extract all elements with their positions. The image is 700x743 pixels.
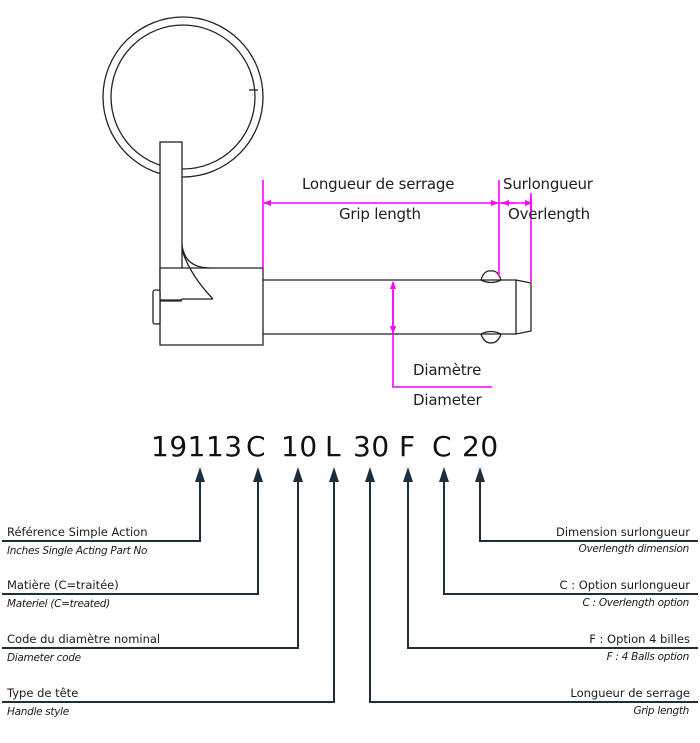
leader-overlength-option xyxy=(443,480,698,595)
legend-right-1-en: C : Overlength option xyxy=(582,597,689,609)
arrowhead-icon xyxy=(329,467,339,482)
legend-right-2-en: F : 4 Balls option xyxy=(606,651,690,663)
legend-right-0-fr: Dimension surlongueur xyxy=(556,525,690,539)
overlength-label-fr: Surlongueur xyxy=(503,175,593,193)
grip-length-label-fr: Longueur de serrage xyxy=(302,175,455,193)
legend-left-3-fr: Type de tête xyxy=(7,686,79,700)
leader-material xyxy=(2,480,259,595)
arrowhead-icon xyxy=(195,467,205,482)
arrowhead-icon xyxy=(365,467,375,482)
code-4-balls-option: F xyxy=(399,430,416,463)
arrowhead-icon xyxy=(439,467,449,482)
legend-left-0-en: Inches Single Acting Part No xyxy=(7,545,148,557)
legend-left-1-en: Materiel (C=treated) xyxy=(7,598,110,610)
arrowhead-icon xyxy=(475,467,485,482)
legend-left-2-fr: Code du diamètre nominal xyxy=(7,632,161,646)
leader-diameter-code xyxy=(2,480,299,649)
legend-left-2-en: Diameter code xyxy=(7,652,81,664)
code-grip-length: 30 xyxy=(353,430,390,463)
overlength-label-en: Overlength xyxy=(508,205,590,223)
code-overlength-option: C xyxy=(432,430,453,463)
legend-left-1-fr: Matière (C=traitée) xyxy=(7,578,119,592)
legend-left-0-fr: Référence Simple Action xyxy=(7,525,148,539)
legend-right-3-en: Grip length xyxy=(633,705,689,717)
legend-right-0-en: Overlength dimension xyxy=(578,543,690,555)
grip-length-dimension xyxy=(262,180,500,277)
arrowhead-icon xyxy=(253,467,263,482)
leader-overlength-dimension xyxy=(479,480,698,542)
legend-right-2-fr: F : Option 4 billes xyxy=(589,632,690,646)
leader-handle-style xyxy=(2,480,335,703)
legend-right-3-fr: Longueur de serrage xyxy=(570,686,690,700)
arrowhead-icon xyxy=(293,467,303,482)
leader-4-balls-option xyxy=(407,480,698,649)
overlength-dimension xyxy=(500,193,533,282)
code-diameter: 10 xyxy=(281,430,318,463)
code-part-number: 19113 xyxy=(151,430,243,463)
leader-grip-length xyxy=(369,480,698,703)
diameter-label-fr: Diamètre xyxy=(413,361,482,379)
code-material: C xyxy=(246,430,267,463)
code-overlength-dimension: 20 xyxy=(462,430,499,463)
code-handle-style: L xyxy=(325,430,342,463)
legend-right-1-fr: C : Option surlongueur xyxy=(559,578,690,592)
legend-left-3-en: Handle style xyxy=(7,706,69,718)
pin-shank xyxy=(263,270,532,344)
grip-length-label-en: Grip length xyxy=(339,205,421,223)
leader-lines xyxy=(2,467,698,703)
diameter-label-en: Diameter xyxy=(413,391,482,409)
leader-part-number xyxy=(2,480,201,542)
diameter-dimension xyxy=(390,281,492,388)
pull-ring xyxy=(102,16,264,178)
arrowhead-icon xyxy=(403,467,413,482)
handle xyxy=(152,141,264,346)
